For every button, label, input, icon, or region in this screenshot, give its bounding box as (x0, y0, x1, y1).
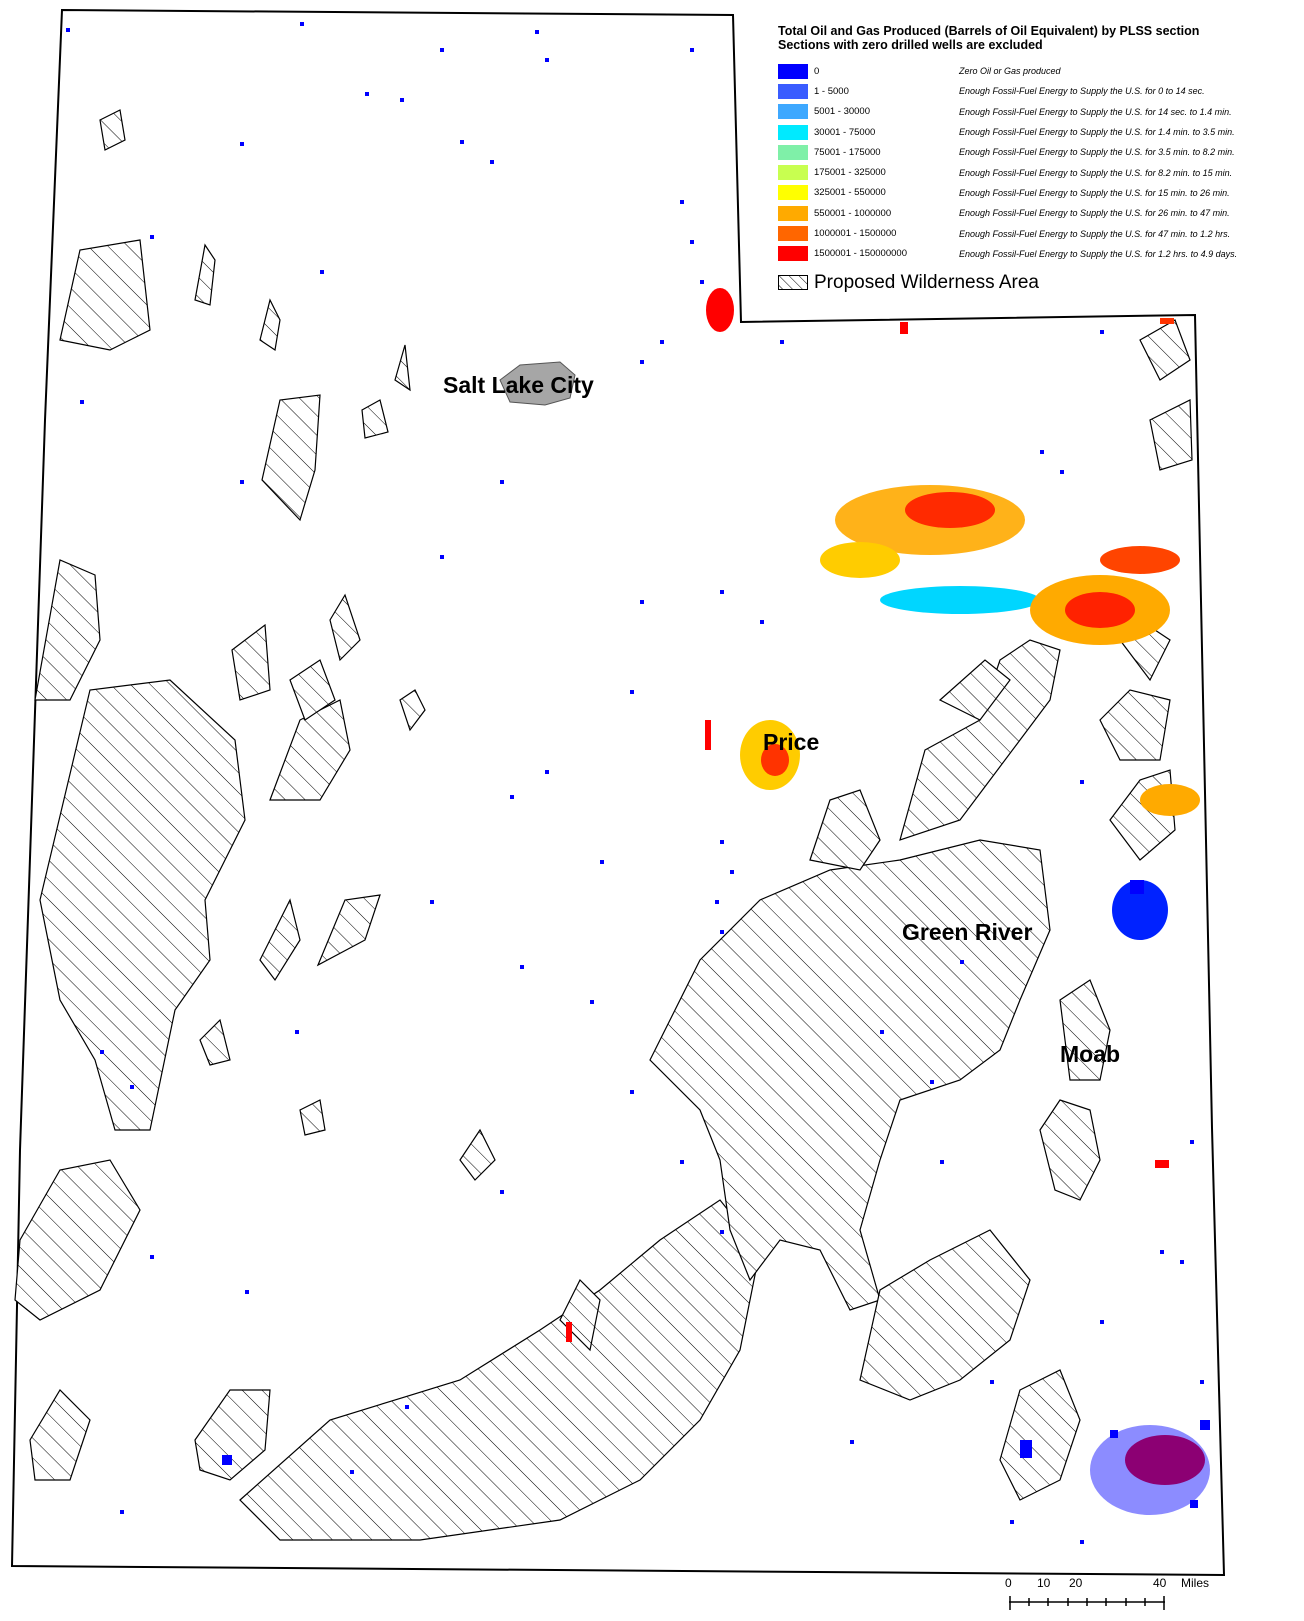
legend: Total Oil and Gas Produced (Barrels of O… (778, 24, 1298, 294)
legend-class-row: 30001 - 75000 Enough Fossil-Fuel Energy t… (778, 122, 1298, 142)
legend-class-row: 325001 - 550000 Enough Fossil-Fuel Energy… (778, 183, 1298, 203)
legend-range: 1 - 5000 (814, 85, 849, 97)
legend-range: 1000001 - 1500000 (814, 228, 897, 240)
legend-range: 175001 - 325000 (814, 167, 886, 179)
scale-tick-label: 40 (1153, 1576, 1167, 1590)
scale-tick-label: 20 (1069, 1576, 1083, 1590)
legend-class-row: 175001 - 325000 Enough Fossil-Fuel Energy… (778, 162, 1298, 182)
label-salt-lake-city: Salt Lake City (443, 372, 594, 398)
legend-description: Enough Fossil-Fuel Energy to Supply the … (959, 147, 1235, 158)
scale-bar: 0 10 20 40 Miles (1005, 1576, 1210, 1616)
legend-swatch (778, 165, 808, 181)
legend-swatch (778, 246, 808, 262)
salt-lake-city-area (499, 361, 576, 406)
legend-subtitle: Sections with zero drilled wells are exc… (778, 38, 1043, 52)
label-green-river: Green River (902, 919, 1033, 945)
scale-bar-line (1009, 1596, 1165, 1610)
wilderness-label: Proposed Wilderness Area (814, 271, 1039, 293)
label-moab: Moab (1060, 1041, 1121, 1067)
scale-tick-label: 10 (1037, 1576, 1051, 1590)
label-price: Price (763, 729, 820, 755)
wilderness-hatch-swatch (778, 275, 808, 291)
legend-swatch (778, 205, 808, 221)
legend-class-row: 550001 - 1000000 Enough Fossil-Fuel Energ… (778, 203, 1298, 223)
legend-description: Enough Fossil-Fuel Energy to Supply the … (959, 106, 1232, 117)
legend-swatch (778, 226, 808, 242)
legend-class-row: 0 Zero Oil or Gas produced (778, 61, 1298, 81)
wilderness-areas (14, 109, 1193, 1541)
legend-title: Total Oil and Gas Produced (Barrels of O… (778, 24, 1200, 38)
legend-range: 30001 - 75000 (814, 126, 876, 138)
legend-wilderness: Proposed Wilderness Area (778, 272, 1298, 294)
legend-description: Enough Fossil-Fuel Energy to Supply the … (959, 86, 1205, 97)
production-hotspots (566, 288, 1210, 1515)
legend-description: Enough Fossil-Fuel Energy to Supply the … (959, 208, 1230, 219)
legend-swatch (778, 104, 808, 120)
legend-range: 325001 - 550000 (814, 187, 886, 199)
scale-tick-label: 0 (1005, 1576, 1012, 1590)
legend-class-row: 1500001 - 150000000 Enough Fossil-Fuel En… (778, 244, 1298, 264)
legend-class-row: 1 - 5000 Enough Fossil-Fuel Energy to Sup… (778, 81, 1298, 101)
scale-unit-label: Miles (1181, 1576, 1210, 1590)
legend-description: Enough Fossil-Fuel Energy to Supply the … (959, 167, 1233, 178)
legend-description: Zero Oil or Gas produced (959, 66, 1061, 77)
legend-description: Enough Fossil-Fuel Energy to Supply the … (959, 228, 1231, 239)
legend-swatch (778, 144, 808, 160)
legend-description: Enough Fossil-Fuel Energy to Supply the … (959, 248, 1238, 259)
legend-swatch (778, 63, 808, 79)
legend-description: Enough Fossil-Fuel Energy to Supply the … (959, 187, 1230, 198)
legend-range: 1500001 - 150000000 (814, 248, 907, 260)
legend-description: Enough Fossil-Fuel Energy to Supply the … (959, 127, 1235, 138)
legend-swatch (778, 185, 808, 201)
legend-class-row: 75001 - 175000 Enough Fossil-Fuel Energy … (778, 142, 1298, 162)
legend-range: 550001 - 1000000 (814, 207, 892, 219)
legend-class-row: 1000001 - 1500000 Enough Fossil-Fuel Ener… (778, 223, 1298, 243)
legend-range: 75001 - 175000 (814, 146, 881, 158)
legend-swatch (778, 83, 808, 99)
zero-production-sections (66, 22, 1210, 1544)
legend-swatch (778, 124, 808, 140)
legend-range: 5001 - 30000 (814, 106, 870, 118)
legend-range: 0 (814, 65, 820, 77)
legend-class-row: 5001 - 30000 Enough Fossil-Fuel Energy to… (778, 102, 1298, 122)
